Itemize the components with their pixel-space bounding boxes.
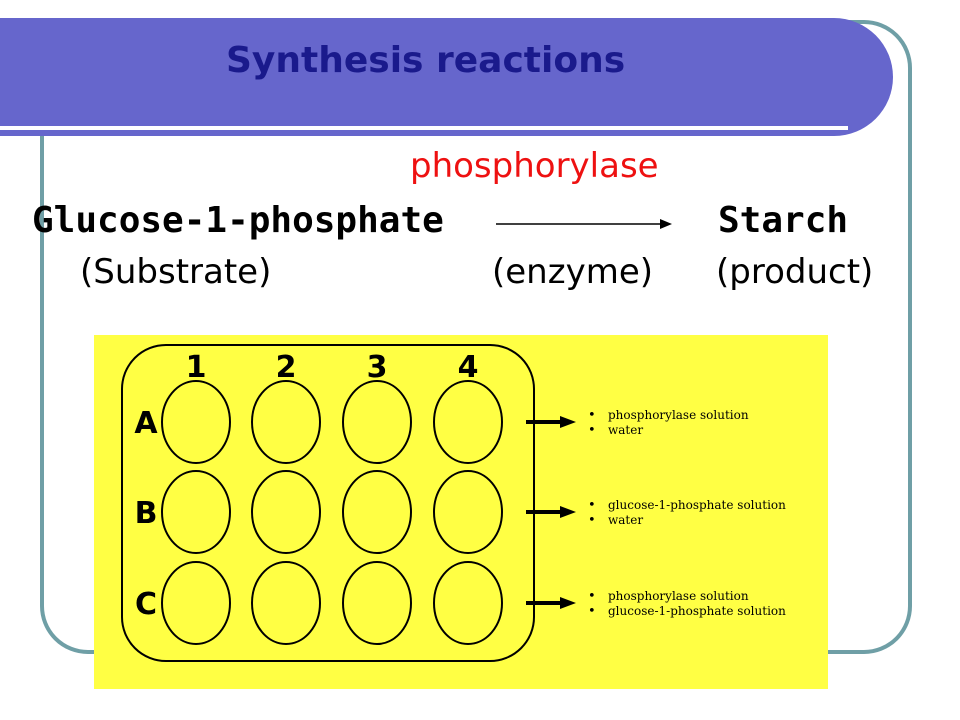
plate-well <box>161 470 231 554</box>
row-arrow-head <box>560 416 576 428</box>
bullet-icon: • <box>588 498 596 513</box>
enzyme-name: phosphorylase <box>410 146 659 186</box>
row-content-item: • phosphorylase solution <box>588 589 786 604</box>
slide-title: Synthesis reactions <box>226 40 626 81</box>
row-content-item: • phosphorylase solution <box>588 408 749 423</box>
row-arrow-head <box>560 597 576 609</box>
reaction-arrow <box>496 219 672 229</box>
bullet-icon: • <box>588 513 596 528</box>
bullet-icon: • <box>588 423 596 438</box>
plate-well <box>433 561 503 645</box>
column-label: 2 <box>276 350 297 385</box>
row-contents-list: • glucose-1-phosphate solution • water <box>588 498 786 528</box>
product-role: (product) <box>716 252 874 292</box>
substrate-role: (Substrate) <box>80 252 272 292</box>
content-label: glucose-1-phosphate solution <box>608 604 786 618</box>
well-plate-diagram: 1 2 3 4A B C <box>121 344 576 662</box>
row-content-item: • water <box>588 423 749 438</box>
row-label: C <box>135 587 157 622</box>
row-label: B <box>135 496 158 531</box>
substrate-name: Glucose-1-phosphate <box>32 200 444 241</box>
bullet-icon: • <box>588 604 596 619</box>
product-name: Starch <box>718 200 849 241</box>
column-label: 4 <box>458 350 479 385</box>
column-label: 1 <box>186 350 207 385</box>
plate-well <box>342 561 412 645</box>
content-label: phosphorylase solution <box>608 589 749 603</box>
enzyme-role: (enzyme) <box>492 252 654 292</box>
plate-well <box>161 561 231 645</box>
plate-well <box>342 380 412 464</box>
plate-outline <box>121 344 535 662</box>
content-label: phosphorylase solution <box>608 408 749 422</box>
row-contents-list: • phosphorylase solution • water <box>588 408 749 438</box>
plate-well <box>161 380 231 464</box>
plate-well <box>433 470 503 554</box>
row-content-item: • water <box>588 513 786 528</box>
row-contents-list: • phosphorylase solution • glucose-1-phosph… <box>588 589 786 619</box>
row-label: A <box>134 406 158 441</box>
plate-well <box>251 561 321 645</box>
plate-well <box>251 470 321 554</box>
plate-well <box>342 470 412 554</box>
plate-well <box>433 380 503 464</box>
bullet-icon: • <box>588 589 596 604</box>
row-content-item: • glucose-1-phosphate solution <box>588 604 786 619</box>
content-label: glucose-1-phosphate solution <box>608 498 786 512</box>
column-label: 3 <box>367 350 388 385</box>
row-content-item: • glucose-1-phosphate solution <box>588 498 786 513</box>
content-label: water <box>608 423 644 437</box>
plate-well <box>251 380 321 464</box>
row-arrow-head <box>560 506 576 518</box>
bullet-icon: • <box>588 408 596 423</box>
title-bar <box>0 18 893 136</box>
title-rule <box>0 126 848 130</box>
content-label: water <box>608 513 644 527</box>
